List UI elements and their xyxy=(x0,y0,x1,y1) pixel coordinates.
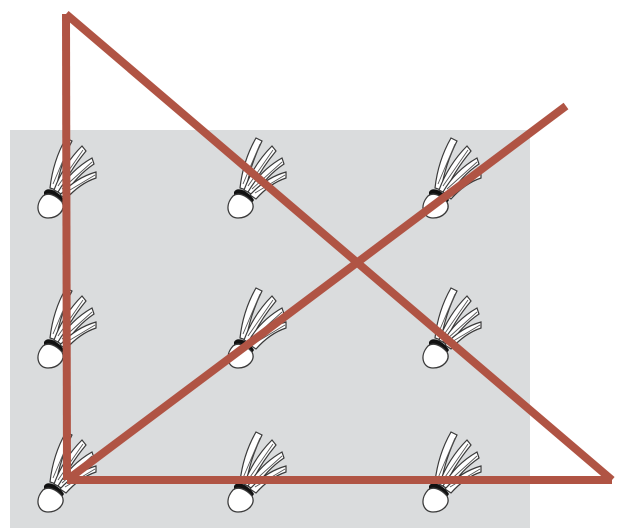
line-segment-4 xyxy=(66,14,67,480)
